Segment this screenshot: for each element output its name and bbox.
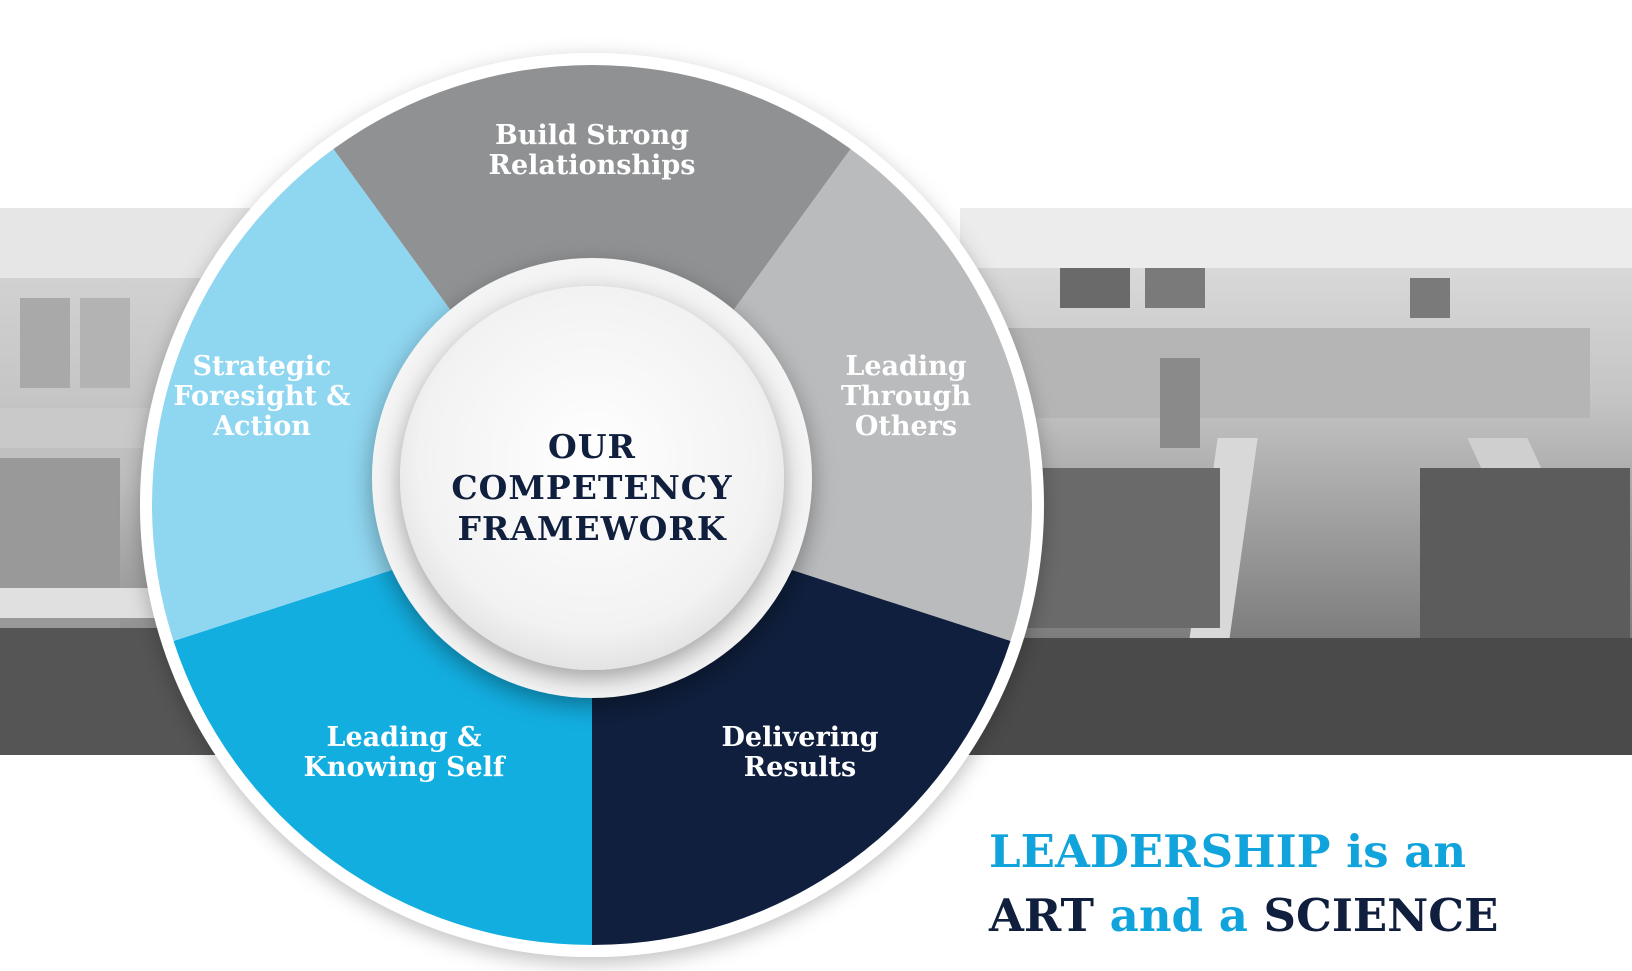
segment-label-strategic-foresight-action-line-3: Action: [212, 411, 311, 442]
tagline-art: ART: [989, 889, 1095, 942]
wheel-labels: Build StrongRelationshipsLeadingThroughO…: [173, 120, 971, 783]
segment-label-leading-through-others-line-1: Leading: [845, 351, 966, 382]
segment-label-strategic-foresight-action-line-2: Foresight &: [173, 381, 350, 412]
segment-label-build-strong-relationships-line-1: Build Strong: [495, 120, 689, 151]
tagline: LEADERSHIP is an ART and a SCIENCE: [989, 820, 1629, 948]
classroom-photo-band: [0, 208, 1632, 755]
segment-label-build-strong-relationships-line-2: Relationships: [489, 150, 696, 181]
segment-label-delivering-results-line-2: Results: [744, 752, 856, 783]
tagline-is-an: is an: [1330, 825, 1467, 878]
tagline-line-2: ART and a SCIENCE: [989, 884, 1629, 948]
segment-label-delivering-results-line-1: Delivering: [722, 722, 879, 753]
hub-title-line-1: OUR: [548, 427, 636, 466]
tagline-line-1: LEADERSHIP is an: [989, 820, 1629, 884]
segment-label-leading-through-others-line-2: Through: [841, 381, 971, 412]
tagline-and-a: and a: [1094, 889, 1264, 942]
tagline-leadership: LEADERSHIP: [989, 825, 1331, 878]
classroom-photo-right: [960, 208, 1632, 755]
segment-label-leading-through-others-line-3: Others: [855, 411, 957, 442]
segment-label-strategic-foresight-action-line-1: Strategic: [193, 351, 332, 382]
hub-title-line-2: COMPETENCY: [451, 468, 732, 507]
hub: [400, 286, 784, 670]
segment-label-leading-knowing-self-line-1: Leading &: [326, 722, 481, 753]
segment-label-leading-knowing-self-line-2: Knowing Self: [303, 752, 506, 783]
tagline-science: SCIENCE: [1263, 889, 1499, 942]
hub-title-line-3: FRAMEWORK: [457, 509, 726, 548]
